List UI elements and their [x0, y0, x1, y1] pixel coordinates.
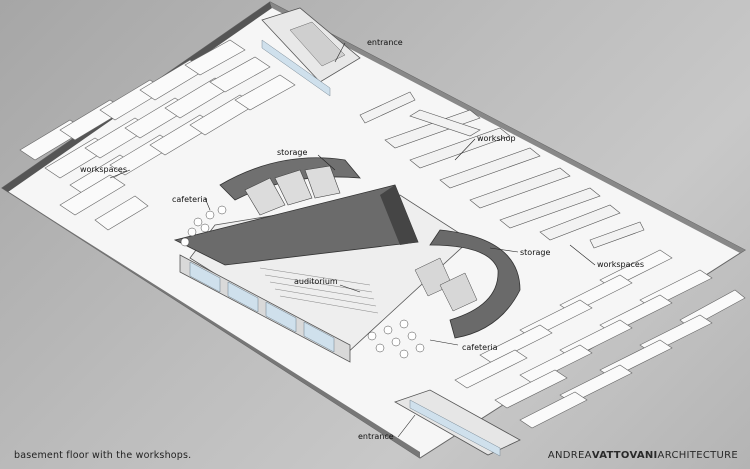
label-workspaces-right: workspaces [597, 260, 644, 269]
entrance-top-glass [261, 39, 331, 97]
entrance-bottom-glass [409, 399, 501, 457]
cafeteria-left-tables [180, 205, 227, 247]
storage-top-partitions [244, 165, 341, 216]
label-cafeteria-bottom: cafeteria [462, 343, 498, 352]
label-entrance-bottom: entrance [358, 432, 394, 441]
credit-part3: ARCHITECTURE [657, 450, 738, 461]
label-entrance-top: entrance [367, 38, 403, 47]
credit-part2: VATTOVANI [591, 450, 658, 461]
staircase-top [289, 21, 346, 67]
workshop-benches [359, 91, 645, 249]
entrance-bottom-block [394, 389, 521, 456]
workspaces-right-desks [454, 249, 746, 429]
label-storage-top: storage [277, 148, 307, 157]
label-workspaces-left: workspaces [80, 165, 127, 174]
label-workshop: workshop [477, 134, 516, 143]
outer-wall-top [270, 2, 745, 253]
workspaces-left-desks [19, 39, 296, 231]
cafeteria-bottom-tables [367, 319, 425, 359]
architect-credit: ANDREAVATTOVANIARCHITECTURE [548, 450, 738, 461]
credit-part1: ANDREA [547, 450, 592, 461]
auditorium-seating [259, 267, 379, 314]
caption: basement floor with the workshops. [14, 450, 192, 461]
label-cafeteria-left: cafeteria [172, 195, 208, 204]
label-auditorium: auditorium [294, 277, 338, 286]
auditorium-windows [189, 261, 335, 353]
auditorium-roof-face [380, 185, 418, 245]
leader-lines [109, 42, 596, 438]
storage-right-partitions [414, 257, 478, 312]
label-storage-right: storage [520, 248, 550, 257]
storage-curved-right [429, 229, 521, 339]
outer-wall-bottom [2, 188, 420, 458]
